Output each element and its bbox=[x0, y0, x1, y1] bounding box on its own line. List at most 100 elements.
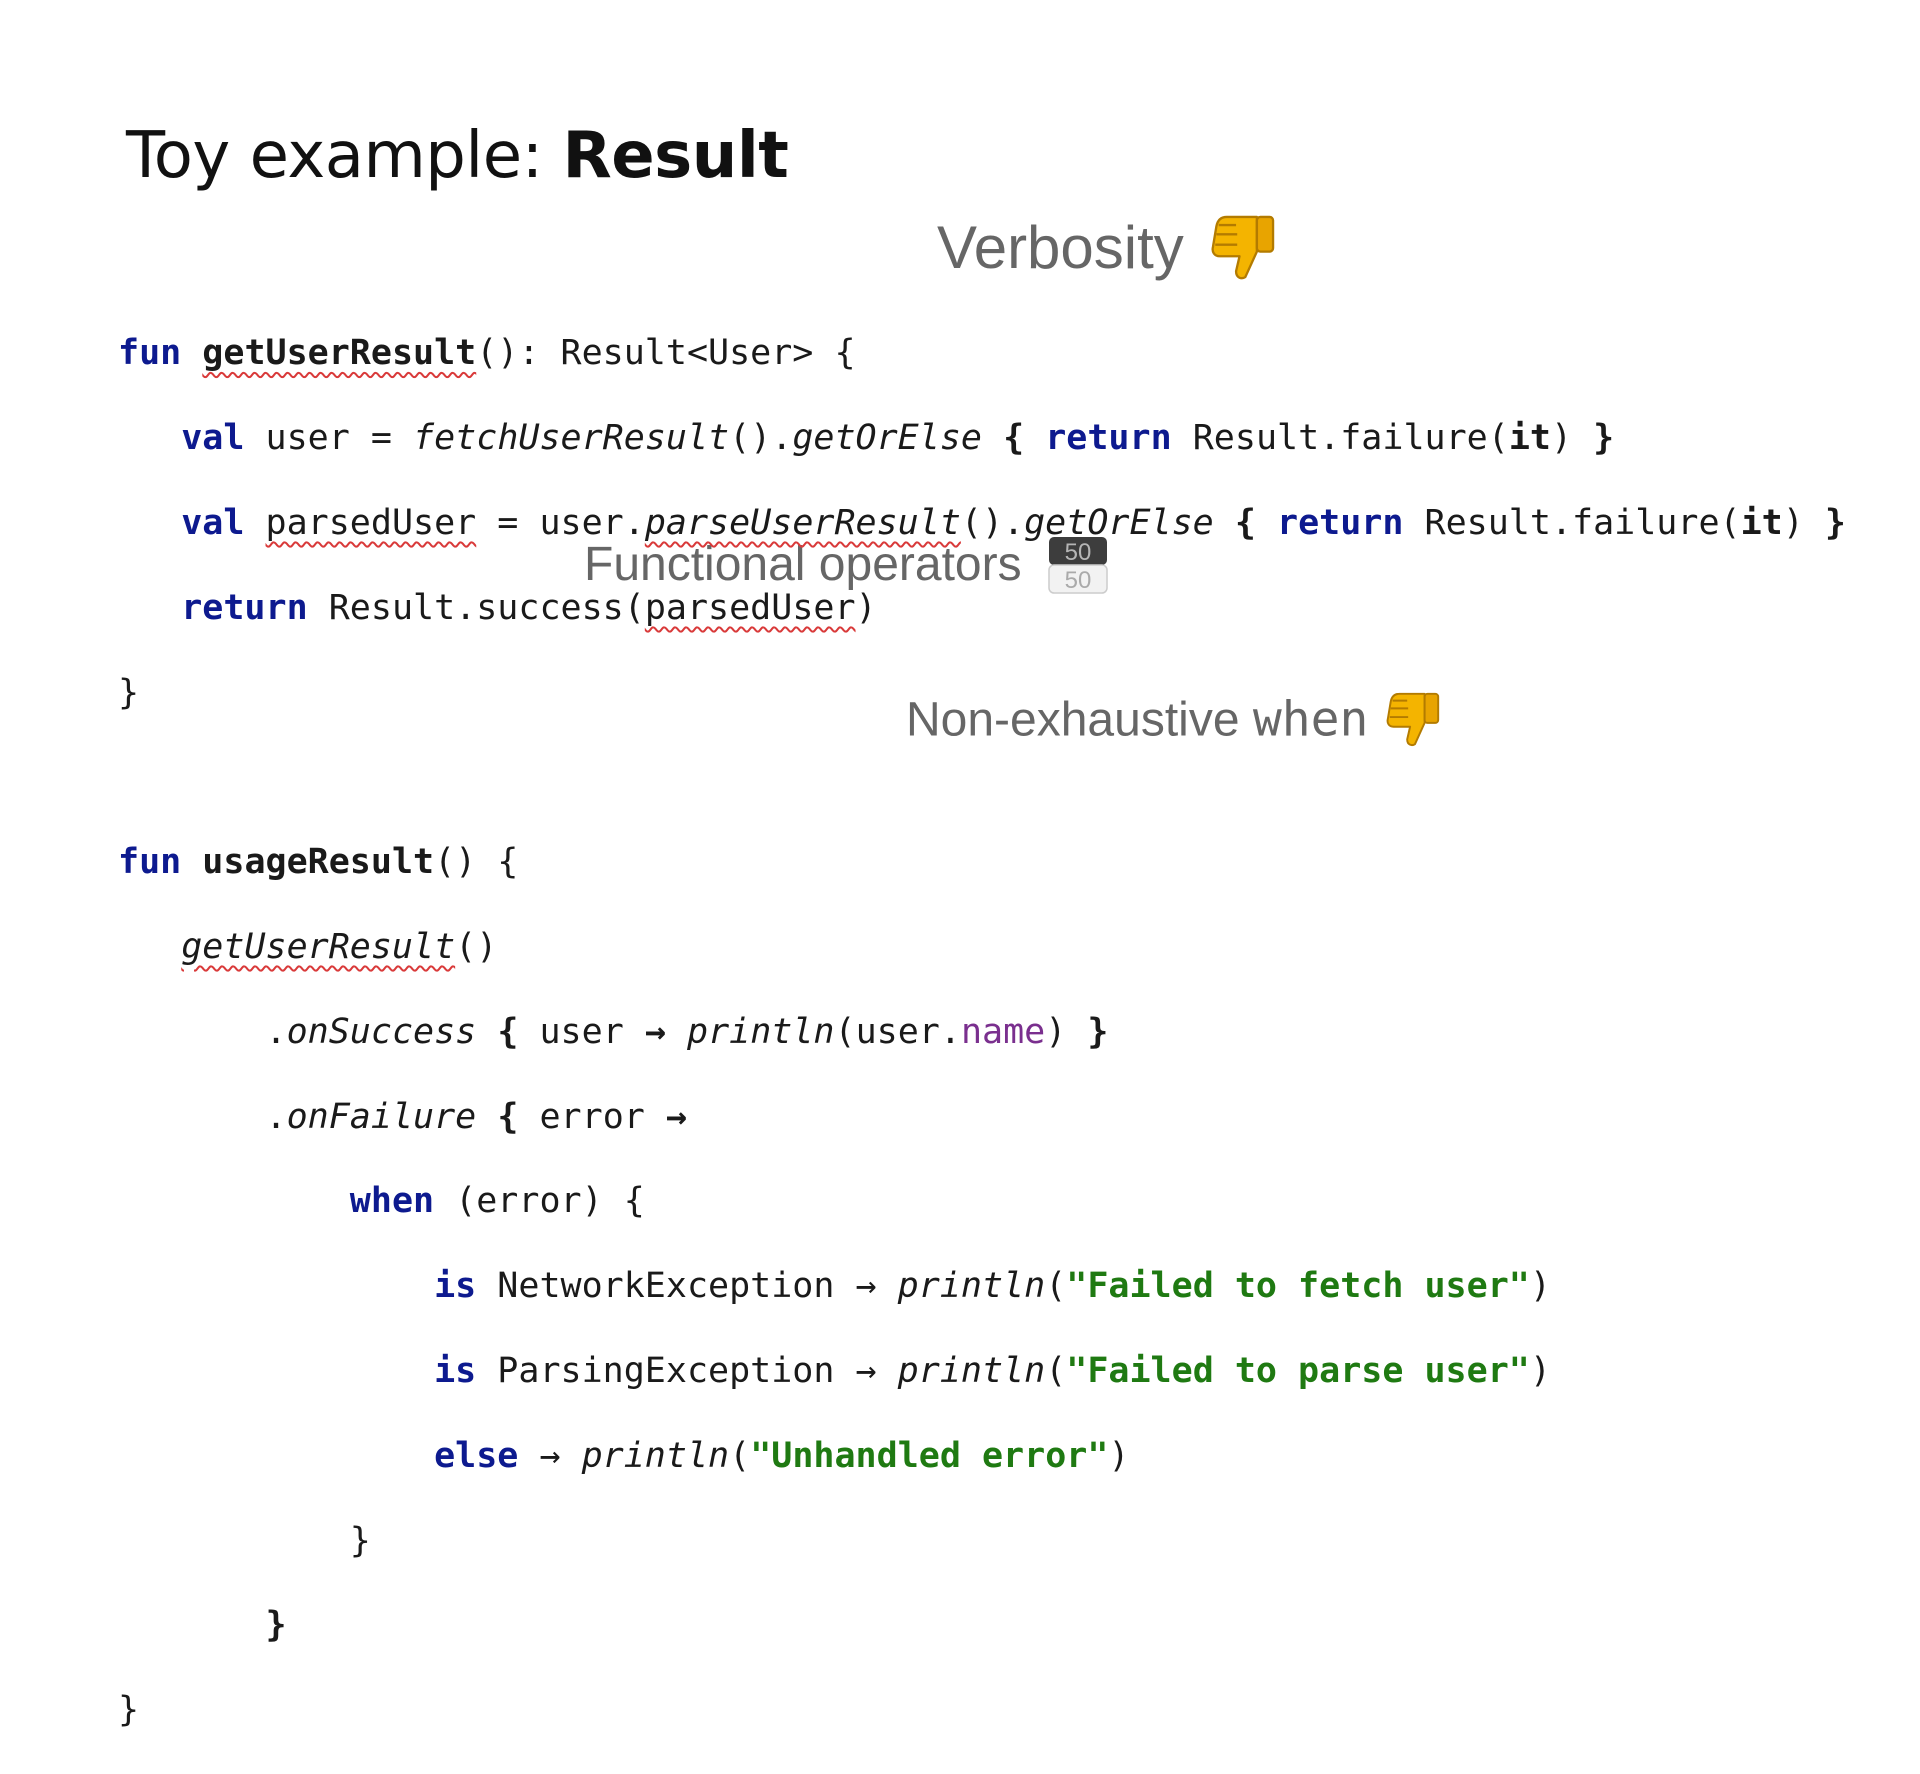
function-call: parseUserResult bbox=[644, 503, 961, 543]
it-keyword: it bbox=[1740, 503, 1783, 543]
title-bold: Result bbox=[562, 119, 789, 193]
code-text: (): Result<User> { bbox=[476, 333, 856, 374]
code-text: () { bbox=[434, 842, 519, 883]
function-call: println bbox=[897, 1266, 1046, 1307]
code-line-5: } bbox=[118, 672, 1846, 714]
keyword: is bbox=[434, 1266, 477, 1307]
code-text: (error) { bbox=[434, 1181, 645, 1222]
keyword: val bbox=[181, 503, 245, 543]
code-text: ) bbox=[1782, 503, 1825, 543]
brace: { bbox=[497, 1096, 519, 1137]
code-line-2: val user = fetchUserResult().getOrElse {… bbox=[118, 417, 1846, 459]
code-text: NetworkException → bbox=[476, 1266, 898, 1307]
non-exhaustive-keyword: when bbox=[1252, 691, 1369, 748]
code-line-6 bbox=[118, 756, 1846, 798]
code-text: Result.failure( bbox=[1403, 503, 1741, 543]
code-text: parsedUser bbox=[265, 503, 477, 543]
code-line-7: fun usageResult() { bbox=[118, 841, 1846, 883]
non-exhaustive-label: Non-exhaustive bbox=[906, 693, 1253, 747]
code-line-1: fun getUserResult(): Result<User> { bbox=[118, 332, 1846, 374]
code-text: user bbox=[265, 418, 350, 459]
code-text: . bbox=[265, 1011, 287, 1052]
code-line-12: is NetworkException → println("Failed to… bbox=[118, 1265, 1846, 1307]
code-line-15: } bbox=[118, 1520, 1846, 1562]
string-literal: "Failed to fetch user" bbox=[1066, 1266, 1530, 1307]
code-line-13: is ParsingException → println("Failed to… bbox=[118, 1350, 1846, 1392]
function-call: getOrElse bbox=[792, 418, 982, 459]
function-name: getUserResult bbox=[202, 333, 477, 374]
thumbs-down-icon bbox=[1386, 692, 1439, 747]
title-regular: Toy example: bbox=[126, 119, 563, 193]
score-top-text: 50 bbox=[1065, 539, 1092, 566]
code-line-16: } bbox=[118, 1604, 1846, 1646]
function-name: usageResult bbox=[202, 842, 435, 883]
code-text: ) bbox=[855, 587, 877, 628]
function-call: println bbox=[897, 1350, 1046, 1391]
functional-operators-label: Functional operators bbox=[584, 538, 1022, 591]
arrow: → bbox=[644, 1011, 666, 1052]
string-literal: "Unhandled error" bbox=[750, 1435, 1109, 1476]
code-text: = user. bbox=[476, 503, 645, 543]
code-line-17: } bbox=[118, 1689, 1846, 1731]
non-exhaustive-when-annotation: Non-exhaustive when bbox=[906, 691, 1444, 752]
brace: } bbox=[1087, 1011, 1109, 1052]
keyword: fun bbox=[118, 333, 182, 374]
code-text: ( bbox=[1045, 1350, 1067, 1391]
keyword: return bbox=[1045, 418, 1172, 459]
code-text: (). bbox=[960, 503, 1025, 543]
code-block: fun getUserResult(): Result<User> { val … bbox=[118, 290, 1846, 1774]
brace: } bbox=[349, 1520, 371, 1561]
keyword: val bbox=[181, 418, 245, 459]
code-text: () bbox=[455, 926, 498, 967]
code-text: error bbox=[518, 1096, 666, 1137]
functional-operators-annotation: Functional operators bbox=[584, 541, 1022, 589]
code-text: Result.failure( bbox=[1171, 418, 1509, 459]
brace: } bbox=[118, 672, 140, 713]
brace: } bbox=[265, 1605, 287, 1646]
code-text: Result.success( bbox=[307, 587, 645, 628]
code-line-3: val parsedUser = user.parseUserResult().… bbox=[118, 502, 1846, 544]
keyword: return bbox=[181, 587, 308, 628]
thumbs-down-icon bbox=[1211, 215, 1275, 280]
keyword: return bbox=[1277, 503, 1404, 543]
function-call: println bbox=[581, 1435, 730, 1476]
property: name bbox=[960, 1011, 1046, 1052]
brace: } bbox=[1593, 418, 1615, 459]
scoreboard-icon: 50 50 bbox=[1048, 537, 1108, 594]
code-text: ) bbox=[1045, 1011, 1088, 1052]
code-text: (). bbox=[729, 418, 793, 459]
verbosity-label: Verbosity bbox=[937, 214, 1184, 281]
code-text: ) bbox=[1550, 418, 1594, 459]
arrow: → bbox=[665, 1096, 687, 1137]
code-text: → bbox=[518, 1435, 582, 1476]
code-text: ( bbox=[1045, 1266, 1067, 1307]
verbosity-annotation: Verbosity bbox=[937, 215, 1280, 286]
code-text: parsedUser bbox=[644, 587, 856, 628]
code-line-11: when (error) { bbox=[118, 1180, 1846, 1222]
brace: } bbox=[1824, 503, 1846, 543]
function-call: getUserResult bbox=[181, 926, 456, 967]
code-text: = bbox=[349, 418, 414, 459]
function-call: onSuccess bbox=[286, 1011, 477, 1052]
code-text: ) bbox=[1529, 1350, 1551, 1391]
code-line-4: return Result.success(parsedUser) bbox=[118, 587, 1846, 629]
code-text: ) bbox=[1108, 1435, 1130, 1476]
function-call: onFailure bbox=[286, 1096, 477, 1137]
code-line-8: getUserResult() bbox=[118, 926, 1846, 968]
brace: { bbox=[497, 1011, 519, 1052]
function-call: getOrElse bbox=[1024, 503, 1214, 543]
code-text: . bbox=[265, 1096, 287, 1137]
keyword: is bbox=[434, 1350, 477, 1391]
code-text: ) bbox=[1529, 1266, 1551, 1307]
string-literal: "Failed to parse user" bbox=[1066, 1350, 1530, 1391]
brace: { bbox=[1234, 503, 1256, 543]
keyword: when bbox=[349, 1181, 435, 1222]
keyword: else bbox=[434, 1435, 519, 1476]
keyword: fun bbox=[118, 842, 182, 883]
score-bottom-text: 50 bbox=[1065, 567, 1092, 594]
code-text: (user. bbox=[834, 1011, 961, 1052]
code-line-9: .onSuccess { user → println(user.name) } bbox=[118, 1011, 1846, 1053]
code-text: ( bbox=[729, 1435, 751, 1476]
it-keyword: it bbox=[1508, 418, 1551, 459]
function-call: fetchUserResult bbox=[413, 418, 730, 459]
